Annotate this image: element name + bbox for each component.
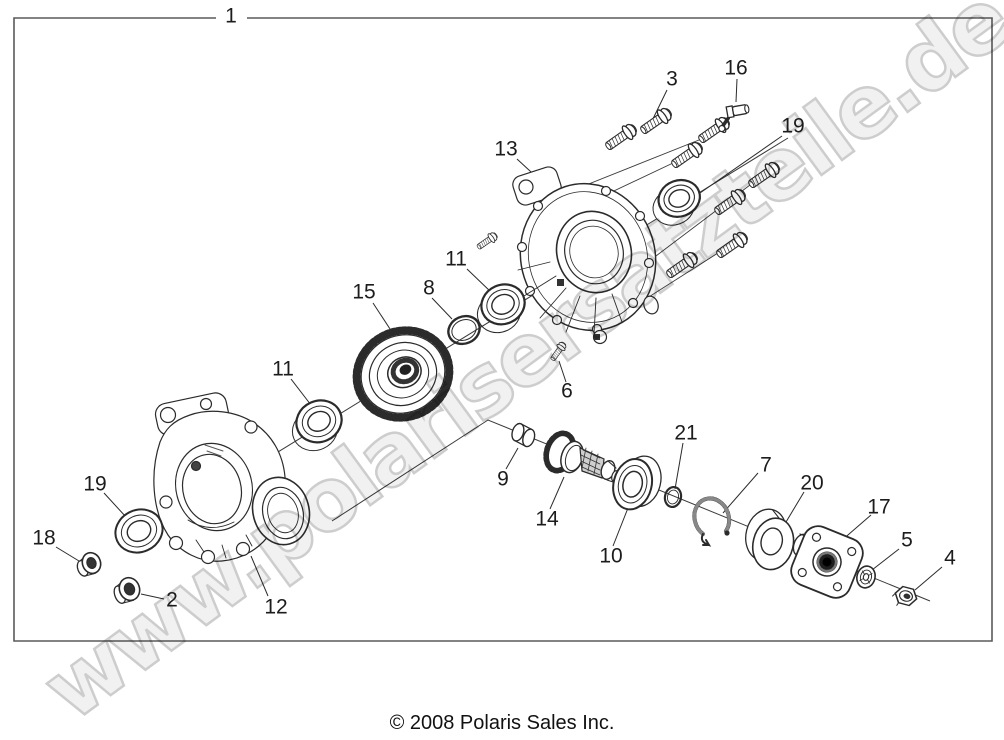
spacer-bushing: [511, 422, 536, 448]
drain-plug: [76, 551, 102, 577]
callout-13: 13: [494, 137, 518, 161]
callout-11: 11: [445, 247, 467, 271]
callout-6: 6: [561, 379, 573, 403]
callout-1: 1: [225, 4, 237, 28]
ball-bearing: [612, 455, 662, 511]
bearing-seal-upper: [476, 283, 526, 334]
output-yoke: [790, 525, 864, 599]
callout-3: 3: [666, 67, 678, 91]
o-ring-large: [447, 314, 481, 346]
callout-19: 19: [781, 114, 805, 138]
bearing-seal-lower: [291, 399, 343, 452]
callout-9: 9: [497, 467, 509, 491]
callout-5: 5: [901, 528, 913, 552]
callout-4: 4: [944, 546, 956, 570]
snap-ring: [692, 496, 732, 547]
copyright-text: © 2008 Polaris Sales Inc.: [389, 712, 615, 734]
seal-left: [114, 508, 164, 554]
callout-15: 15: [352, 280, 376, 304]
rear-cover: [512, 166, 659, 345]
callout-20: 20: [800, 471, 824, 495]
seal-right: [652, 178, 701, 226]
callout-21: 21: [674, 421, 698, 445]
washer: [856, 565, 876, 589]
axle-nut: [892, 585, 918, 607]
vent-fitting: [718, 104, 750, 133]
callout-14: 14: [535, 507, 559, 531]
callout-2: 2: [166, 588, 178, 612]
front-housing: [153, 392, 311, 565]
callout-11: 11: [272, 357, 294, 381]
callout-18: 18: [32, 526, 56, 550]
callout-19: 19: [83, 472, 107, 496]
callout-8: 8: [423, 276, 435, 300]
callout-12: 12: [264, 595, 288, 619]
callout-7: 7: [760, 453, 772, 477]
ring-gear: [352, 326, 454, 422]
callout-17: 17: [867, 495, 891, 519]
thrust-washer: [745, 508, 795, 571]
figure-border: [13, 17, 993, 642]
fill-plug: [113, 576, 141, 604]
callout-16: 16: [724, 56, 748, 80]
callout-10: 10: [599, 544, 623, 568]
o-ring-small: [663, 485, 683, 509]
